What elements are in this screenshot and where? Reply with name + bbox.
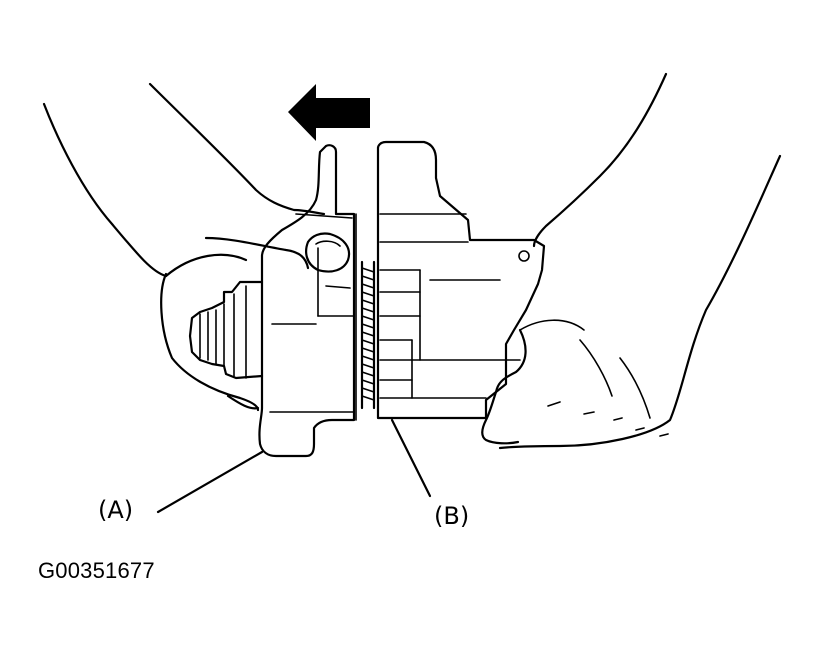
housing-b [376,140,546,420]
callout-b-label: (B) [434,502,469,530]
arrow-left-icon [288,84,370,141]
callout-leader-b [390,418,432,498]
housing-a [258,144,357,458]
connector [188,280,264,380]
figure-id: G00351677 [38,558,155,583]
callout-leader-a [156,450,264,514]
right-hand [481,72,782,450]
left-hand [42,82,351,412]
callout-a-label: (A) [98,496,133,524]
seal-band [360,260,376,410]
